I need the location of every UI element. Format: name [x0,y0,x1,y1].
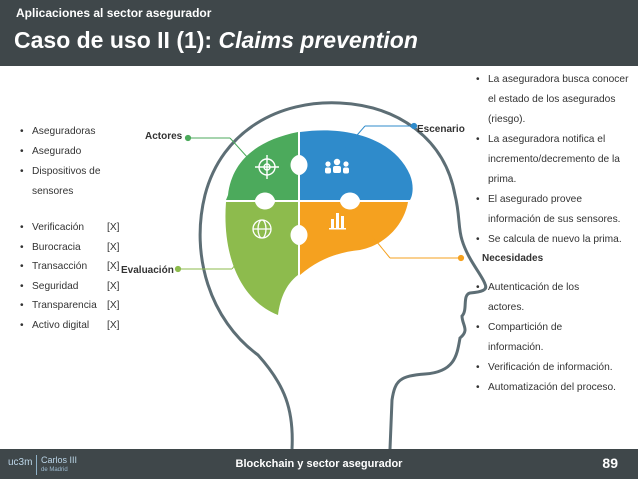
eval-mark: [X] [107,241,120,253]
green-puzzle-piece [226,132,298,200]
eval-item: Transparencia [32,300,97,311]
bar-chart-icon [329,213,346,230]
light-green-puzzle-piece [225,202,298,315]
eval-mark: [X] [107,280,120,292]
blue-puzzle-piece [300,130,413,200]
list-item: Burocracia [X] [20,238,130,258]
eval-item: Transacción [32,261,88,272]
list-item: Autenticación de los actores. [476,278,616,318]
eval-item: Verificación [32,222,85,233]
eval-item: Activo digital [32,319,90,331]
actores-label: Actores [145,131,183,142]
orange-puzzle-piece [300,202,408,275]
eval-item: Burocracia [32,241,81,253]
evaluacion-list: Verificación [X] Burocracia [X] Transacció… [20,218,130,335]
title-italic: Claims prevention [218,27,418,53]
list-item-text: Dispositivos de [32,166,101,177]
title-plain: Caso de uso II (1): [14,27,219,53]
carlos-iii-logo-text: Carlos III [41,455,78,465]
list-item: El asegurado provee información de sus s… [476,190,636,230]
list-item: Verificación de información. [476,358,616,378]
list-item: Activo digital [X] [20,316,130,336]
list-item: Automatización del proceso. [476,378,616,398]
eval-item: Seguridad [32,280,79,292]
slide-title: Caso de uso II (1): Claims prevention [14,27,418,54]
list-item-text-cont: sensores [32,186,74,197]
slide-footer: uc3m Carlos III de Madrid Blockchain y se… [0,449,638,479]
list-item: Dispositivos de sensores [20,162,130,202]
section-subtitle: Aplicaciones al sector asegurador [16,6,212,20]
evaluacion-label: Evaluación [121,265,174,276]
slide-header: Aplicaciones al sector asegurador Caso d… [0,0,638,66]
globe-icon [252,219,272,239]
target-icon [255,155,279,179]
list-item: Seguridad [X] [20,277,130,297]
list-item: Transparencia [X] [20,296,130,316]
escenario-list: La aseguradora busca conocer el estado d… [476,70,636,250]
people-icon [325,158,349,174]
list-item: Transacción [X] [20,257,130,277]
uc3m-logo: uc3m [8,457,33,468]
list-item: Asegurado [20,142,130,162]
list-item: La aseguradora notifica el incremento/de… [476,130,636,190]
list-item: Aseguradoras [20,122,130,142]
carlos-iii-logo-sub: de Madrid [41,467,68,473]
eval-mark: [X] [107,319,120,331]
necesidades-list: Autenticación de los actores. Compartici… [476,278,616,398]
actores-list: Aseguradoras Asegurado Dispositivos de se… [20,122,130,202]
necesidades-label: Necesidades [482,253,544,264]
head-outline [198,101,488,450]
list-item: Verificación [X] [20,218,130,238]
eval-mark: [X] [107,261,120,272]
eval-mark: [X] [107,300,120,311]
list-item: La aseguradora busca conocer el estado d… [476,70,636,130]
eval-mark: [X] [107,222,120,233]
page-number: 89 [602,455,618,471]
escenario-label: Escenario [417,124,465,135]
list-item: Compartición de información. [476,318,616,358]
carlos-iii-logo: Carlos III de Madrid [36,455,77,475]
list-item: Se calcula de nuevo la prima. [476,230,636,250]
footer-title: Blockchain y sector asegurador [235,458,403,470]
